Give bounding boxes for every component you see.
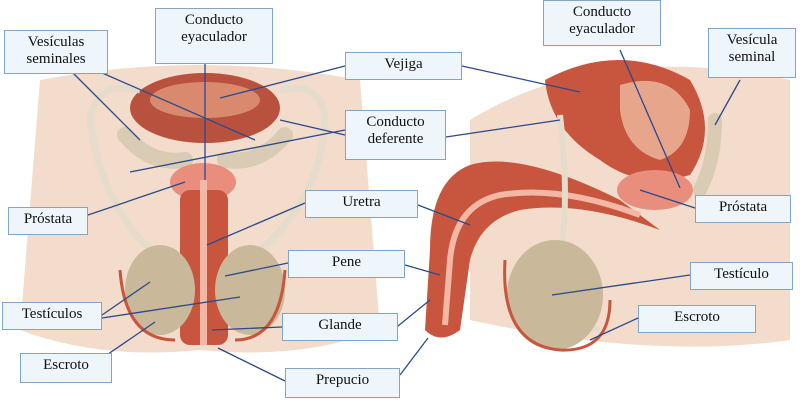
- label-pene: Pene: [288, 250, 405, 278]
- pointer-vejiga: [219, 65, 346, 99]
- sagittal-seminal-vesicle: [693, 113, 722, 197]
- pointer-prostata-right: [639, 189, 696, 209]
- pointer-glande-right: [397, 299, 431, 327]
- frontal-seminal-vesicle-left: [117, 127, 193, 169]
- label-testiculos: Testículos: [2, 302, 102, 330]
- label-prostata-right: Próstata: [695, 195, 791, 223]
- frontal-testis-right: [215, 245, 285, 335]
- label-glande: Glande: [282, 313, 398, 341]
- frontal-vas-deferens-left: [86, 84, 153, 253]
- pointer-lines: [69, 49, 741, 382]
- pointer-conducto-deferente-right: [445, 119, 561, 138]
- label-prostata-left: Próstata: [8, 207, 88, 235]
- pointer-glande: [211, 326, 283, 331]
- label-testiculo: Testículo: [690, 262, 793, 290]
- frontal-seminal-vesicle-right: [217, 127, 293, 169]
- label-escroto-right: Escroto: [638, 305, 756, 333]
- frontal-vas-deferens-right: [257, 84, 329, 253]
- label-uretra: Uretra: [305, 190, 418, 218]
- pointer-vesicula-seminal: [714, 79, 741, 126]
- pointer-prostata-left: [87, 181, 186, 216]
- pointer-escroto-right: [589, 317, 639, 341]
- sagittal-bladder-interior: [620, 80, 690, 160]
- pointer-vesiculas-1: [69, 69, 141, 141]
- pointer-conducto-deferente-1: [129, 129, 346, 173]
- pointer-pene: [224, 262, 289, 277]
- frontal-view-illustration: [20, 65, 380, 353]
- pointer-vejiga-right: [461, 65, 581, 93]
- pointer-prepucio-right: [399, 337, 429, 376]
- label-vesicula-seminal: Vesícula seminal: [708, 28, 796, 78]
- pointer-testiculos-2: [101, 296, 241, 319]
- label-prepucio: Prepucio: [285, 368, 400, 398]
- label-vejiga: Vejiga: [345, 52, 462, 80]
- pointer-conducto-eyaculador-right: [619, 49, 681, 189]
- label-conducto-deferente: Conducto deferente: [345, 110, 446, 160]
- pointer-uretra-right: [417, 204, 471, 226]
- sagittal-prostate: [617, 170, 693, 210]
- pointer-prepucio: [217, 347, 286, 382]
- pointer-vesiculas-2: [99, 71, 256, 141]
- pointer-testiculo: [551, 274, 691, 296]
- sagittal-scrotum: [503, 259, 612, 352]
- frontal-urethra: [200, 180, 207, 345]
- pointer-pene-right: [404, 264, 441, 276]
- sagittal-urethra: [442, 189, 642, 326]
- label-vesiculas-seminales: Vesículas seminales: [4, 30, 108, 74]
- frontal-testis-left: [125, 245, 195, 335]
- label-conducto-eyaculador-left: Conducto eyaculador: [155, 8, 273, 64]
- pointer-uretra: [206, 202, 306, 246]
- label-conducto-eyaculador-right: Conducto eyaculador: [543, 0, 661, 46]
- pointer-testiculos-1: [101, 281, 151, 316]
- pointer-conducto-deferente-2: [279, 119, 346, 136]
- frontal-scrotum: [118, 269, 287, 342]
- label-escroto-left: Escroto: [20, 353, 112, 383]
